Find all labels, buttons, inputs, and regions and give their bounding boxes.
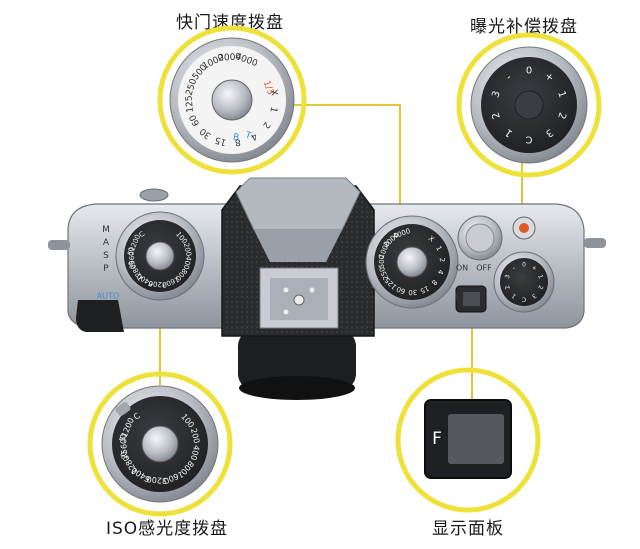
iso-callout-dial [101, 385, 219, 503]
shutter-value-label: 500 [378, 255, 386, 268]
shutter-third-label: 1/3 [261, 79, 275, 96]
exposure-value-label: - [511, 265, 517, 272]
shutter-value-label: 2 [438, 257, 446, 262]
exposure-dial-on-body [493, 251, 555, 313]
iso-value-label: 25600 [119, 434, 130, 460]
shutter-value-label: 2000 [218, 52, 242, 63]
exposure-value-label: 0 [526, 66, 532, 77]
caption-exposure-dial: 曝光补偿拨盘 [470, 17, 578, 37]
exposure-value-label: 1 [503, 126, 515, 139]
iso-value-label: 400 [182, 255, 193, 270]
caption-display-panel: 显示面板 [432, 519, 504, 539]
iso-dial-on-body [115, 211, 205, 301]
exposure-value-label: 3 [543, 126, 555, 139]
shutter-value-label: X [427, 234, 436, 243]
shutter-value-label: 15 [214, 134, 228, 147]
iso-value-label: 3200 [146, 474, 167, 485]
exposure-value-label: 0 [522, 262, 526, 269]
power-off-label: OFF [476, 264, 492, 273]
shutter-time-label: T [243, 130, 253, 142]
iso-callout-circle [87, 371, 233, 517]
exposure-value-label: + [530, 264, 538, 273]
iso-value-label: 200 [189, 427, 201, 444]
exposure-value-label: 2 [536, 284, 544, 290]
shutter-value-label: 8 [234, 136, 241, 147]
shutter-value-label: 15 [419, 284, 430, 295]
auto-mode-label: AUTO [97, 292, 120, 301]
shutter-bulb-label: B [232, 133, 240, 144]
iso-value-label: C [132, 411, 142, 422]
shutter-value-label: 2 [260, 120, 271, 131]
shutter-value-label: 8 [430, 278, 439, 287]
shutter-value-label: 60 [395, 285, 406, 296]
iso-value-label: 25600 [127, 247, 137, 270]
iso-value-label: C [138, 230, 147, 239]
exposure-value-label: 3 [504, 274, 512, 280]
exposure-value-label: 2 [504, 284, 512, 290]
exposure-value-label: - [504, 72, 514, 83]
iso-value-label: 400 [189, 444, 201, 461]
exposure-value-label: C [522, 296, 526, 303]
exposure-value-label: 3 [530, 292, 537, 300]
shutter-value-label: 1 [267, 106, 278, 114]
mode-label: A [103, 238, 110, 248]
power-switch [457, 215, 503, 261]
shutter-callout-circle [157, 25, 307, 175]
shutter-value-label: 30 [408, 288, 417, 296]
caption-iso-dial: ISO感光度拨盘 [106, 519, 229, 539]
power-on-label: ON [456, 264, 468, 273]
iso-value-label: 3200 [148, 279, 166, 289]
panel-callout-letter: F [432, 429, 442, 449]
shutter-dial-on-body [365, 215, 459, 309]
exposure-value-label: 2 [490, 111, 502, 120]
exposure-value-label: 1 [536, 274, 544, 280]
shutter-value-label: 4 [248, 130, 258, 142]
caption-shutter-dial: 快门速度拨盘 [176, 13, 284, 33]
iso-value-label: 200 [182, 242, 193, 257]
shutter-value-label: X [268, 89, 279, 97]
mode-label: M [102, 225, 110, 235]
mode-label: P [103, 264, 109, 274]
exposure-value-label: 1 [555, 90, 567, 99]
shutter-value-label: 4 [436, 268, 445, 275]
exposure-value-label: 2 [555, 111, 567, 120]
exposure-value-label: C [525, 134, 532, 145]
exposure-callout-circle [456, 32, 602, 178]
shutter-callout-dial [169, 37, 295, 163]
shutter-value-label: 60 [188, 112, 202, 127]
exposure-value-label: 1 [510, 292, 517, 300]
panel-button-letter: F [455, 293, 461, 304]
panel-callout-circle [395, 367, 541, 513]
shutter-value-label: 125 [184, 95, 196, 113]
camera-body [48, 177, 606, 400]
exposure-value-label: 3 [490, 90, 502, 99]
exposure-callout-dial [470, 46, 588, 164]
display-panel-callout [424, 399, 512, 479]
mode-label: S [103, 251, 109, 261]
shutter-value-label: 1 [434, 245, 443, 253]
